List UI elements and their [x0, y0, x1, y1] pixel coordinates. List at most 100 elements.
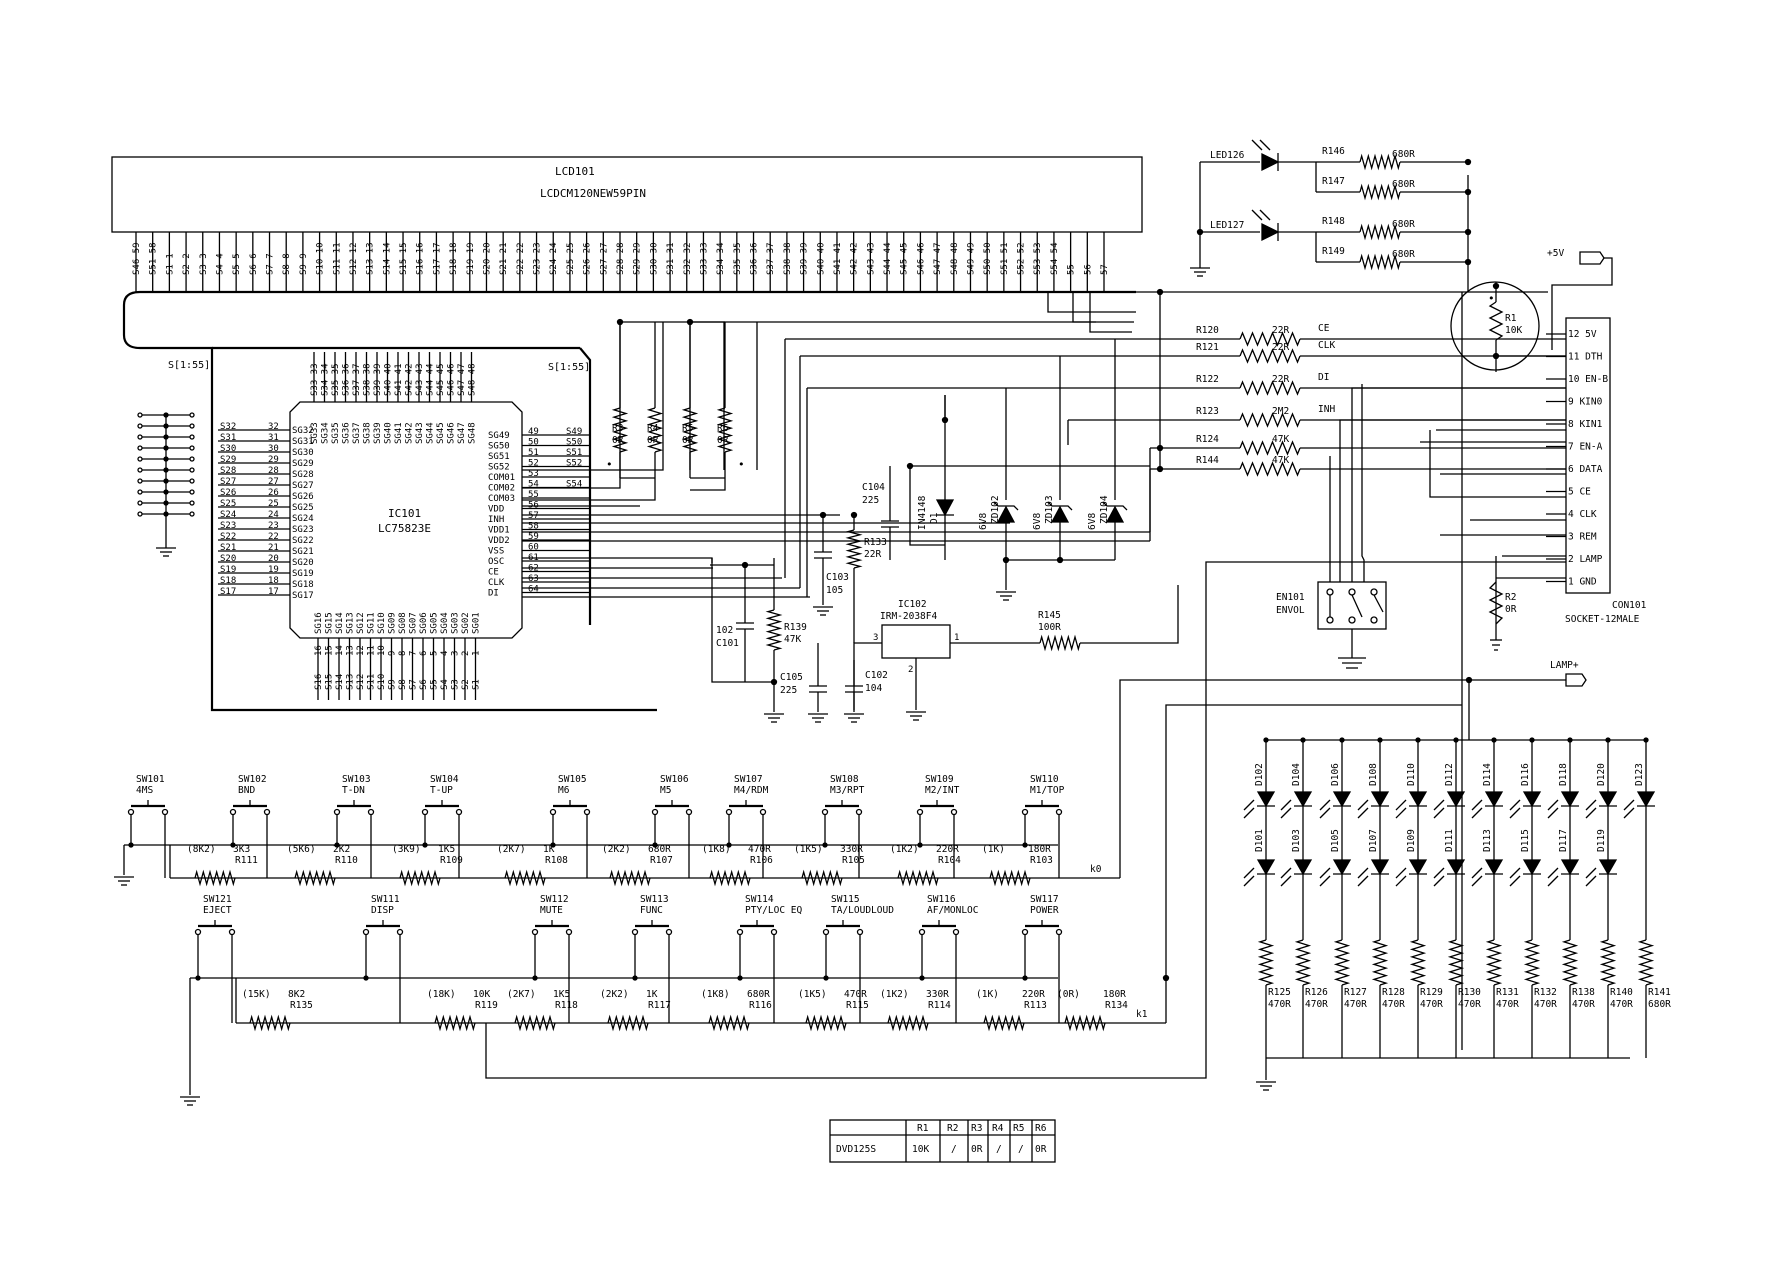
ic101-bottom-net: S10 [377, 674, 387, 690]
led-series-ref: R138 [1572, 987, 1595, 998]
switch-contact [770, 928, 778, 936]
junction [917, 842, 923, 848]
ic101-right-inside: DI [488, 589, 499, 599]
light-arrow-icon [1319, 799, 1331, 811]
ic101-top-pin-label: S44 44 [426, 363, 436, 396]
light-arrow-icon [1471, 799, 1483, 811]
ic101-top-pin-label: S34 34 [321, 363, 331, 396]
ic101-bottom-net: S12 [356, 674, 366, 690]
light-arrow-icon [1509, 807, 1521, 819]
lcd-part: LCDCM120NEW59PIN [540, 187, 646, 200]
ic101-bottom-net: S9 [388, 679, 398, 690]
junction [1300, 737, 1306, 743]
switch-contact [549, 808, 557, 816]
res-ref: R110 [335, 855, 358, 866]
cap-val: 105 [826, 585, 843, 596]
test-point [189, 467, 195, 473]
resistor-r109 [399, 869, 441, 887]
lcd-pin-label: S21 21 [499, 242, 509, 275]
switch-ref: SW108 [830, 774, 859, 785]
key-matrix-row-k1: SW121EJECTSW111DISPSW112MUTESW113FUNCSW1… [180, 561, 1566, 1106]
ic101-bottom-num: 15 [325, 645, 335, 656]
led-series-ref: R141 [1648, 987, 1671, 998]
res-ref: R115 [846, 1000, 869, 1011]
light-arrow-icon [1585, 807, 1597, 819]
ic101-bottom-inside: SG06 [419, 612, 429, 634]
switch-contact [651, 808, 659, 816]
led-series-ref: R128 [1382, 987, 1405, 998]
ic101-left-inside: SG20 [292, 558, 314, 568]
light-arrow-icon [1357, 867, 1369, 879]
ic102-pin2: 2 [908, 665, 913, 675]
light-arrow-icon [1259, 209, 1271, 221]
signal-res-ref: R123 [1196, 406, 1219, 417]
r133-ref: R133 [864, 537, 887, 548]
ic101-bottom-inside: SG12 [356, 612, 366, 634]
ic101-bottom-inside: SG13 [346, 612, 356, 634]
ic101-left-inside: SG19 [292, 569, 314, 579]
resistor-r106 [709, 869, 751, 887]
switch-ref: SW102 [238, 774, 267, 785]
switch-contact [822, 928, 830, 936]
ic101-bottom-num: 4 [440, 651, 450, 656]
switch-contact [856, 928, 864, 936]
lcd-pin-label: S43 43 [866, 242, 876, 275]
r1-ref: R1 [1505, 313, 1517, 324]
light-arrow-icon [1547, 807, 1559, 819]
table-h-r1: R1 [917, 1123, 929, 1134]
test-point [189, 423, 195, 429]
lcd-pin-label: S11 11 [332, 242, 342, 275]
res-ref: R134 [1105, 1000, 1128, 1011]
res-value: 1K5 [438, 844, 455, 855]
led-resistor [1359, 153, 1401, 171]
cap-ref: C105 [780, 672, 803, 683]
cap-ref: C103 [826, 572, 849, 583]
con101-pin-label: 6 DATA [1568, 464, 1603, 475]
ic101-top-pin-label: S47 47 [457, 363, 467, 396]
table-v-r6: 0R [1035, 1144, 1047, 1155]
res-alt-value: (1K2) [880, 989, 909, 1000]
ic101-bottom-net: S1 [472, 679, 482, 690]
light-arrow-icon [1357, 807, 1369, 819]
led-ref: D107 [1368, 829, 1379, 852]
resistor-r129 [1409, 939, 1427, 986]
ic101-left-net: S30 [220, 444, 236, 454]
res-value: 330R [926, 989, 949, 1000]
lcd-pin-label: S49 49 [966, 242, 976, 275]
ic101-left-net: S29 [220, 455, 236, 465]
res-alt-value: (15K) [242, 989, 271, 1000]
ic101-left-net: S31 [220, 433, 236, 443]
lcd-pin-label: S33 33 [699, 242, 709, 275]
led-series-ref: R140 [1610, 987, 1633, 998]
res-ref: R116 [749, 1000, 772, 1011]
table-h-r5: R5 [1013, 1123, 1024, 1134]
led-res-val: 680R [1392, 179, 1415, 190]
key-matrix-row-k0: SW1014MSSW102BNDSW103T-DNSW104T-UPSW105M… [114, 774, 1120, 887]
signal-res-val: 22R [1272, 342, 1289, 353]
lcd-pin-label: S28 28 [616, 242, 626, 275]
lcd-pin-label: S3 3 [199, 253, 209, 275]
ic101-bottom-inside: SG10 [377, 612, 387, 634]
ic101-bottom-inside: SG02 [461, 612, 471, 634]
led-d115 [1522, 859, 1542, 876]
ic101-left-num: 24 [268, 510, 279, 520]
switch-contact [127, 808, 135, 816]
zener-zd103 [1047, 501, 1073, 511]
lcd-pin-label: S12 12 [349, 242, 359, 275]
switch-ref: SW109 [925, 774, 954, 785]
led-d102 [1256, 791, 1276, 808]
junction [1022, 975, 1028, 981]
led-series-ref: R126 [1305, 987, 1328, 998]
ic101-right-num: 54 [528, 480, 539, 490]
ic101-left-inside: SG27 [292, 481, 314, 491]
light-arrow-icon [1243, 807, 1255, 819]
lcd-pin-label: S42 42 [850, 242, 860, 275]
res-ref: R103 [1030, 855, 1053, 866]
led-series-val: 470R [1572, 999, 1595, 1010]
ic101-bottom-inside: SG03 [451, 612, 461, 634]
ic101-bottom-net: S7 [409, 679, 419, 690]
light-arrow-icon [1243, 799, 1255, 811]
net-label: k1 [1136, 1009, 1148, 1020]
